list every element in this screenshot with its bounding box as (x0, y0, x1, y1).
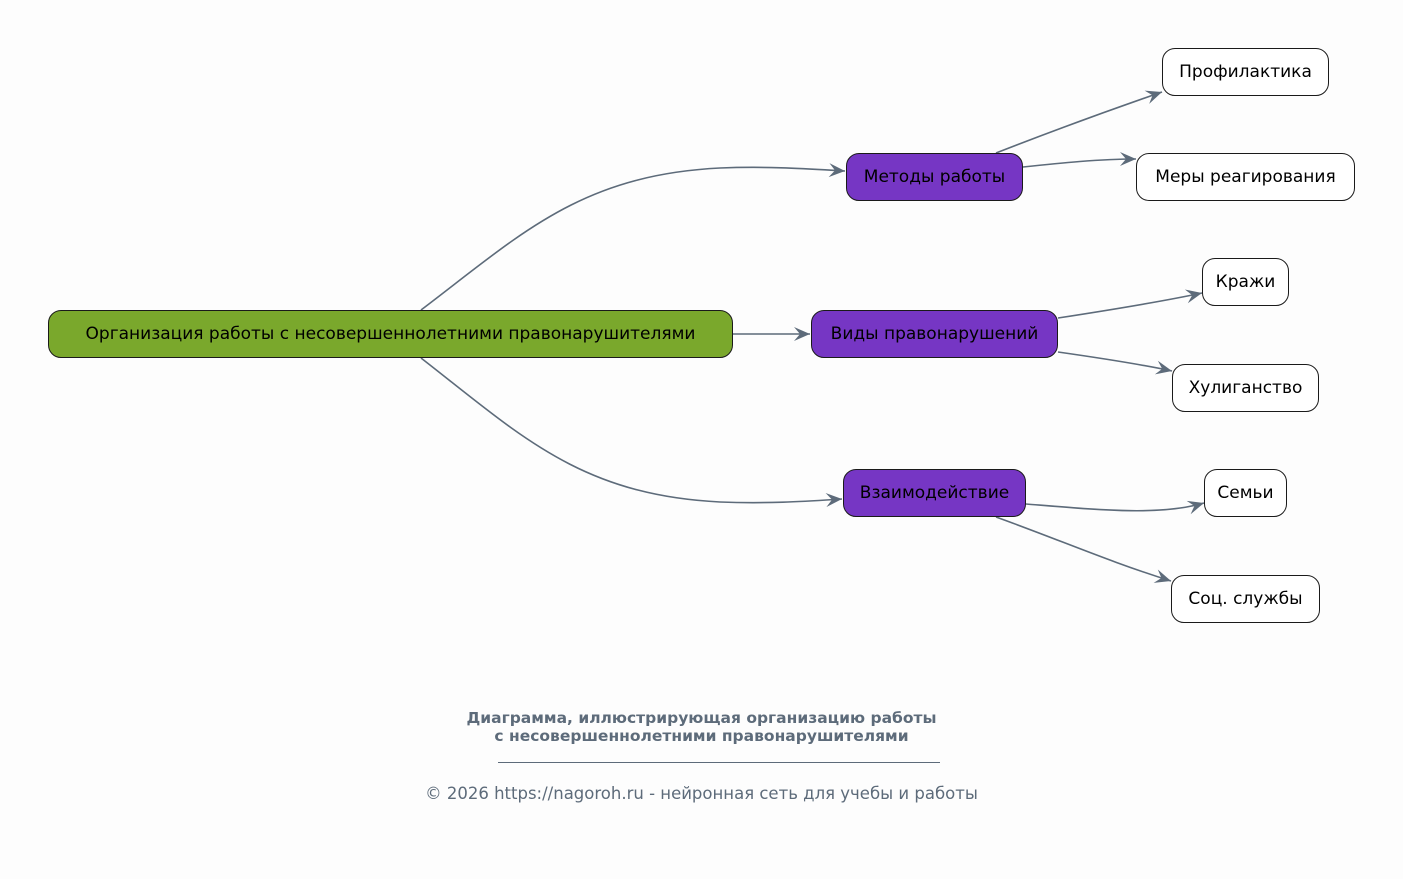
edge-interaction-social (995, 516, 1172, 583)
edge-root-interaction (420, 357, 843, 507)
edge-root-methods (420, 163, 846, 311)
leaf-node-social-services[interactable]: Соц. службы (1171, 575, 1320, 623)
leaf-node-label: Профилактика (1179, 62, 1312, 82)
root-node-label: Организация работы с несовершеннолетними… (85, 324, 696, 344)
leaf-node-label: Кражи (1215, 272, 1276, 292)
leaf-node-label: Соц. службы (1188, 589, 1303, 609)
branch-node-label: Виды правонарушений (830, 324, 1039, 344)
leaf-node-families[interactable]: Семьи (1204, 469, 1287, 517)
caption-divider (498, 762, 940, 763)
root-node[interactable]: Организация работы с несовершеннолетними… (48, 310, 733, 358)
edge-methods-prevention (995, 90, 1163, 154)
edge-methods-measures (1022, 152, 1137, 168)
branch-node-methods[interactable]: Методы работы (846, 153, 1023, 201)
caption-line-1: Диаграмма, иллюстрирующая организацию ра… (466, 709, 937, 727)
leaf-node-hooliganism[interactable]: Хулиганство (1172, 364, 1319, 412)
footer-copyright: © 2026 https://nagoroh.ru - нейронная се… (425, 784, 978, 803)
caption-line-2: с несовершеннолетними правонарушителями (494, 727, 909, 745)
leaf-node-prevention[interactable]: Профилактика (1162, 48, 1329, 96)
branch-node-label: Взаимодействие (859, 483, 1010, 503)
leaf-node-label: Меры реагирования (1155, 167, 1336, 187)
branch-node-interaction[interactable]: Взаимодействие (843, 469, 1026, 517)
leaf-node-theft[interactable]: Кражи (1202, 258, 1289, 306)
leaf-node-label: Семьи (1217, 483, 1274, 503)
leaf-node-label: Хулиганство (1188, 378, 1303, 398)
edge-interaction-families (1025, 500, 1205, 515)
edge-types-theft (1057, 289, 1203, 319)
branch-node-types[interactable]: Виды правонарушений (811, 310, 1058, 358)
leaf-node-measures[interactable]: Меры реагирования (1136, 153, 1355, 201)
edge-types-hooligan (1057, 351, 1173, 375)
branch-node-label: Методы работы (863, 167, 1006, 187)
